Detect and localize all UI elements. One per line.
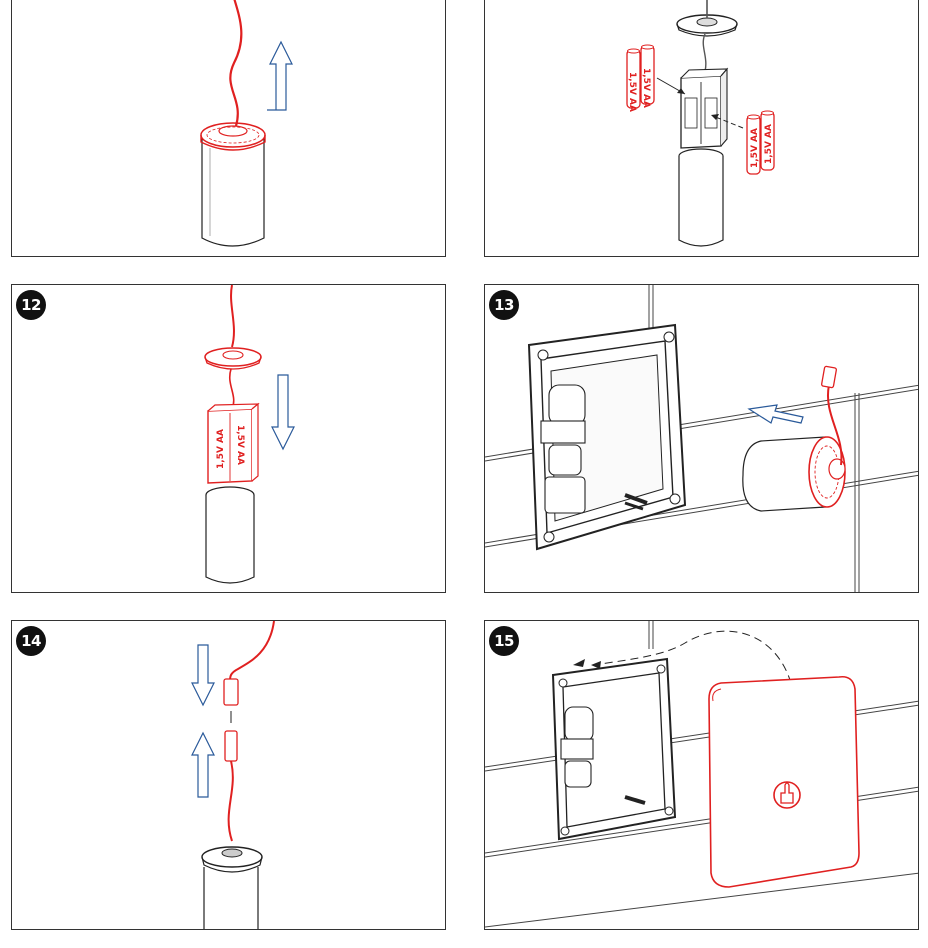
arrow-down-icon: [191, 644, 215, 707]
sensor-cap: [204, 347, 262, 370]
battery-label: 1,5V AA: [627, 72, 637, 112]
step-illustration: [200, 0, 293, 247]
battery-label: 1,5V AA: [235, 425, 245, 465]
battery-pair-left: 1,5V AA 1,5V AA: [626, 44, 655, 112]
step-illustration: [485, 285, 918, 592]
step-number-badge: 15: [489, 626, 519, 656]
battery-cylinder: [205, 486, 255, 584]
step-panel-14: 14: [11, 620, 446, 930]
cable-connector: [821, 365, 837, 389]
valve-assembly: [560, 706, 646, 805]
mounting-frame: [551, 657, 677, 841]
battery-cylinder: [742, 436, 826, 512]
cable: [229, 621, 275, 682]
battery-label: 1,5V AA: [216, 429, 226, 469]
dashed-path-arrow: [592, 630, 792, 684]
battery-pair-right: 1,5V AA 1,5V AA: [746, 110, 775, 175]
battery-label: 1,5V AA: [764, 124, 774, 164]
step-panel-12: 1,5V AA 1,5V AA 12: [11, 284, 446, 593]
battery-holder: 1,5V AA 1,5V AA: [207, 402, 260, 484]
cable: [229, 0, 243, 127]
cable-connector-male: [224, 730, 238, 762]
step-panel-insert-batteries: 1,5V AA 1,5V AA 1,5V AA 1,5V AA: [484, 0, 919, 257]
step-illustration: 1,5V AA 1,5V AA: [204, 285, 295, 584]
push-button-icon: [773, 781, 801, 809]
arrow-up-icon: [267, 40, 293, 111]
step-number-badge: 14: [16, 626, 46, 656]
step-number-badge: 12: [16, 290, 46, 320]
step-illustration: 1,5V AA 1,5V AA 1,5V AA 1,5V AA: [626, 0, 775, 247]
battery-holder: [680, 67, 729, 149]
sensor-cap: [808, 436, 846, 508]
cable: [230, 285, 235, 348]
step-panel-15: 15: [484, 620, 919, 930]
battery-cylinder: [201, 138, 265, 247]
step-illustration: [485, 621, 918, 928]
battery-label: 1,5V AA: [750, 128, 760, 168]
step-panel-pull-cap: [11, 0, 446, 257]
step-panel-13: 13: [484, 284, 919, 593]
arrow-left-icon: [747, 404, 804, 424]
cable: [227, 760, 234, 842]
valve-assembly: [540, 384, 648, 514]
step-illustration: [191, 621, 275, 929]
arrow-down-icon: [271, 374, 295, 451]
step-number-badge: 13: [489, 290, 519, 320]
sensor-cap: [200, 122, 266, 151]
sensor-cap: [201, 846, 263, 873]
battery-cylinder: [678, 148, 724, 247]
battery-label: 1,5V AA: [641, 68, 651, 108]
cable-connector-female: [223, 678, 239, 706]
arrow-up-icon: [191, 731, 215, 798]
battery-cylinder: [203, 867, 259, 929]
cable: [826, 384, 843, 466]
sensor-cap: [676, 14, 738, 37]
